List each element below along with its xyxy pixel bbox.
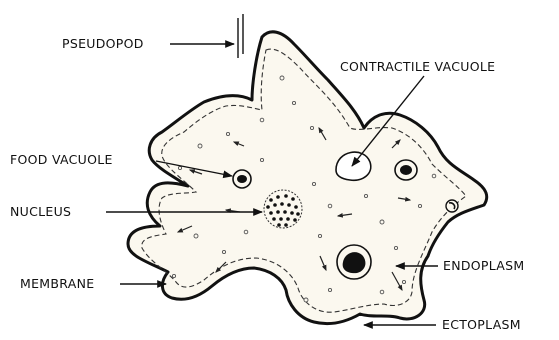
food-vacuole-label: FOOD VACUOLE xyxy=(10,153,113,167)
food-vacuole xyxy=(233,170,251,188)
contractile-vacuole xyxy=(336,152,371,180)
pseudopod-marker xyxy=(238,14,243,58)
membrane-label: MEMBRANE xyxy=(20,277,94,291)
nucleus-label: NUCLEUS xyxy=(10,205,71,219)
pseudopod-label: PSEUDOPOD xyxy=(62,37,144,51)
food-vacuole-right xyxy=(395,160,417,180)
food-vacuole-large xyxy=(337,245,371,279)
endoplasm-label: ENDOPLASM xyxy=(443,259,524,273)
ectoplasm-label: ECTOPLASM xyxy=(442,318,521,332)
food-vacuole-small xyxy=(446,200,458,212)
contractile-vacuole-label: CONTRACTILE VACUOLE xyxy=(340,60,495,74)
nucleus xyxy=(264,190,302,228)
